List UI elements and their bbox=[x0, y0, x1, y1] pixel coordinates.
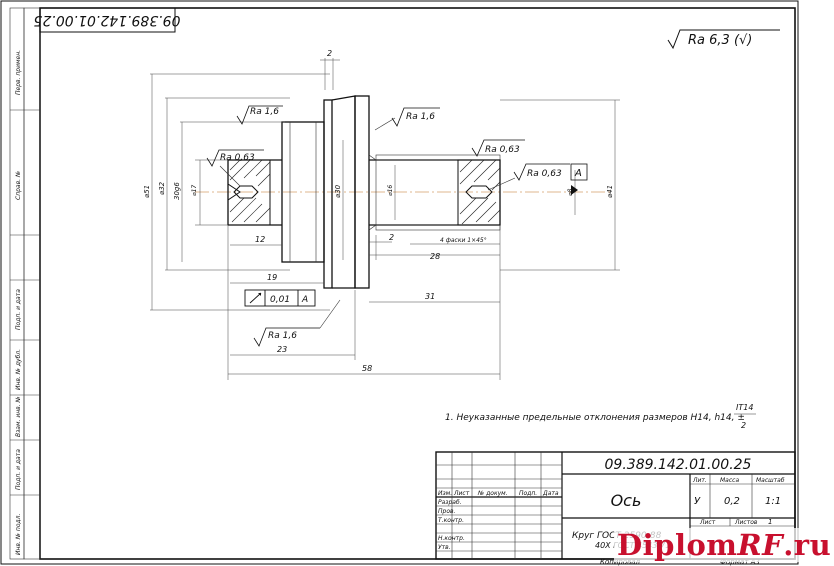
side-label-4: Взам. инв. № bbox=[15, 396, 22, 437]
datum-a2: A bbox=[574, 168, 582, 179]
dia-30g: 30g6 bbox=[173, 182, 181, 200]
hatch-left bbox=[227, 159, 271, 226]
hdr-izm: Изм. bbox=[438, 490, 452, 497]
rough-left-face: Ra 0,63 bbox=[220, 153, 255, 163]
watermark: DiplomRF.ru bbox=[614, 528, 834, 562]
dim-31: 31 bbox=[425, 292, 435, 301]
runout-frame: 0,01 A bbox=[244, 289, 316, 307]
roughness-callouts: Ra 1,6 Ra 0,63 Ra 1,6 Ra 0,63 Ra 0,63 A … bbox=[206, 105, 588, 347]
dim-2-top: 2 bbox=[327, 49, 332, 58]
sheets-label: Листов bbox=[734, 519, 758, 526]
watermark-accent: RF bbox=[737, 528, 784, 562]
sheet-label: Лист bbox=[699, 519, 716, 526]
lit-value: У bbox=[694, 496, 701, 507]
hdr-list: Лист bbox=[453, 490, 470, 497]
side-label-6: Инв. № подл. bbox=[15, 514, 22, 555]
hatch-right bbox=[457, 159, 501, 226]
part-name: Ось bbox=[611, 491, 642, 510]
mass-value: 0,2 bbox=[724, 496, 740, 507]
dia-41: ⌀41 bbox=[606, 185, 614, 198]
row-razrab: Разраб. bbox=[438, 499, 462, 506]
dimension-texts: 2 12 19 23 58 31 28 2 4 фаски 1×45° ⌀51 … bbox=[143, 49, 614, 373]
watermark-main: Diplom bbox=[617, 528, 738, 562]
dim-58: 58 bbox=[362, 364, 372, 373]
row-prov: Пров. bbox=[438, 508, 456, 515]
sheets-value: 1 bbox=[768, 518, 772, 526]
row-nkontr: Н.контр. bbox=[438, 535, 465, 542]
dimension-lines bbox=[150, 58, 620, 380]
side-strip: Перв. примен. Справ. № Подп. и дата Инв.… bbox=[9, 7, 41, 560]
dia-51: ⌀51 bbox=[143, 185, 151, 198]
rough-collar: Ra 1,6 bbox=[250, 107, 279, 117]
datum-a: A bbox=[301, 295, 308, 305]
dim-12: 12 bbox=[255, 235, 265, 244]
copied-label: Копировал bbox=[600, 558, 641, 566]
scale-value: 1:1 bbox=[765, 496, 781, 507]
format-label: Формат А3 bbox=[720, 558, 760, 566]
chamfer-note: 4 фаски 1×45° bbox=[440, 237, 487, 244]
rough-bottom: Ra 1,6 bbox=[268, 331, 297, 341]
dim-19: 19 bbox=[267, 273, 277, 282]
outer-border bbox=[0, 0, 799, 565]
rough-flange: Ra 1,6 bbox=[406, 112, 435, 122]
dim-28: 28 bbox=[430, 252, 440, 261]
side-label-1: Справ. № bbox=[15, 171, 22, 200]
stamp-box bbox=[39, 7, 176, 33]
dia-16: ⌀16 bbox=[387, 185, 394, 196]
note-frac-num: IT14 bbox=[736, 403, 753, 412]
side-label-2: Подп. и дата bbox=[15, 289, 22, 330]
dia-30: ⌀30 bbox=[334, 184, 342, 198]
lit-header: Лит. bbox=[692, 477, 707, 484]
svg-text:Ra 6,3 (√): Ra 6,3 (√) bbox=[688, 33, 752, 48]
dia-17: ⌀17 bbox=[191, 185, 198, 196]
rough-shaft: Ra 0,63 bbox=[485, 145, 520, 155]
scale-header: Масштаб bbox=[756, 477, 785, 484]
hdr-date: Дата bbox=[542, 490, 559, 497]
runout-value: 0,01 bbox=[270, 295, 290, 305]
roughness-general: Ra 6,3 (√) bbox=[667, 29, 780, 50]
note-frac-den: 2 bbox=[741, 421, 746, 430]
mass-header: Масса bbox=[720, 477, 739, 484]
inner-frame bbox=[39, 7, 796, 560]
row-tkontr: Т.контр. bbox=[438, 517, 464, 524]
dia-8: ⌀8 bbox=[567, 188, 574, 196]
side-label-0: Перв. примен. bbox=[15, 50, 22, 95]
dim-2-mid: 2 bbox=[389, 233, 394, 242]
doc-number: 09.389.142.01.00.25 bbox=[605, 457, 752, 473]
side-label-3: Инв. № дубл. bbox=[15, 349, 22, 390]
technical-note: 1. Неуказанные предельные отклонения раз… bbox=[445, 403, 756, 430]
rough-shaft-end: Ra 0,63 bbox=[527, 169, 562, 179]
hdr-doc: № докум. bbox=[477, 490, 508, 497]
watermark-tail: .ru bbox=[783, 528, 832, 562]
side-label-5: Подп. и дата bbox=[15, 449, 22, 490]
note-text: 1. Неуказанные предельные отклонения раз… bbox=[445, 413, 745, 423]
drawing-sheet: Перв. примен. Справ. № Подп. и дата Инв.… bbox=[0, 0, 799, 566]
row-utv: Утв. bbox=[438, 544, 451, 551]
hdr-podp: Подп. bbox=[519, 490, 537, 497]
dim-23: 23 bbox=[277, 345, 287, 354]
stamp-number: 09.389.142.01.00.25 bbox=[33, 12, 180, 28]
dia-32: ⌀32 bbox=[158, 181, 166, 195]
